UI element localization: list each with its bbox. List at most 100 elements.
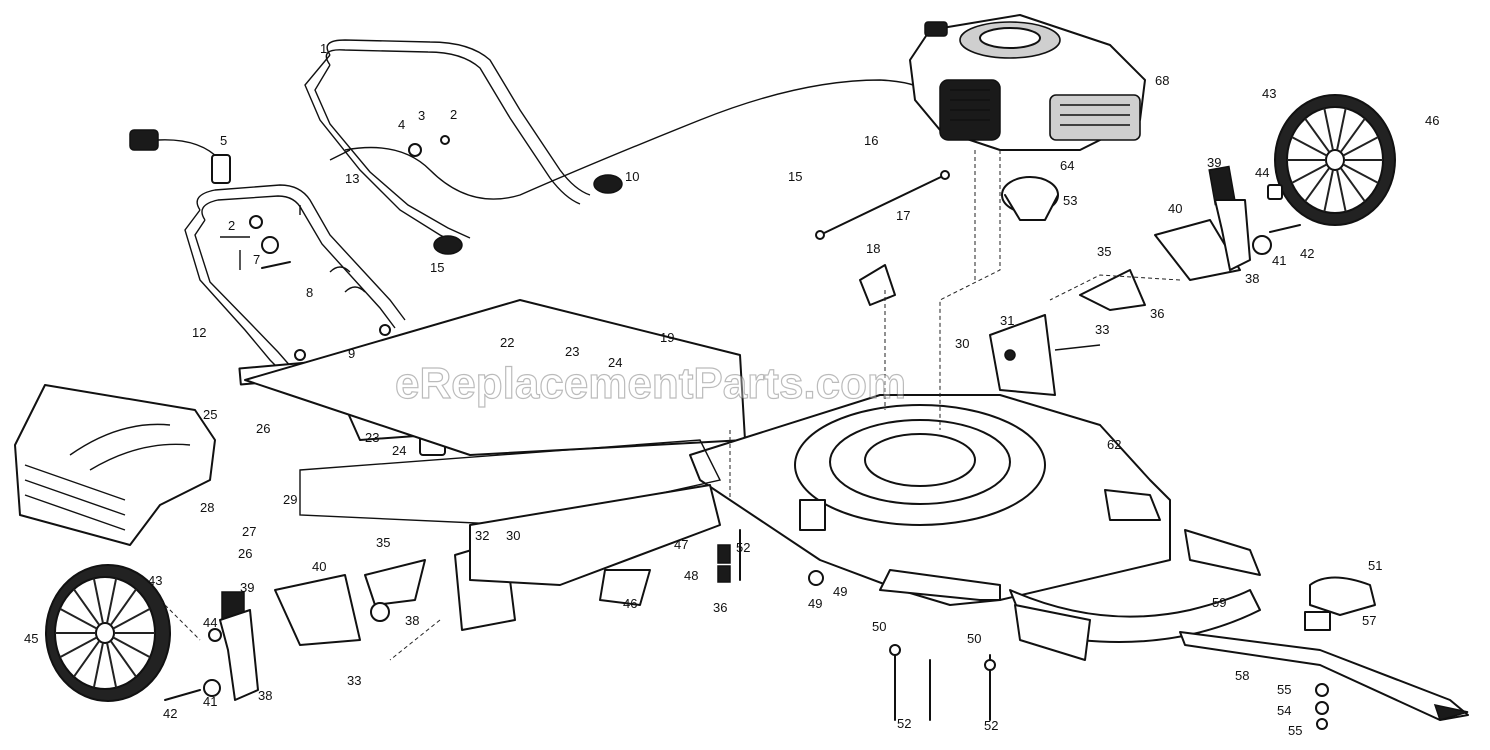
- wheel-spoke: [1291, 136, 1328, 157]
- callout: 50: [967, 631, 981, 646]
- callout: 18: [866, 241, 880, 256]
- callout: 30: [506, 528, 520, 543]
- callout: 17: [896, 208, 910, 223]
- callout: 40: [1168, 201, 1182, 216]
- callout: 40: [312, 559, 326, 574]
- wheel-spoke: [92, 642, 104, 688]
- wheel-spoke: [59, 607, 98, 630]
- callout: 23: [565, 344, 579, 359]
- callout: 62: [1107, 437, 1121, 452]
- callout: 52: [897, 716, 911, 731]
- callout: 13: [345, 171, 359, 186]
- callout: 24: [392, 443, 406, 458]
- throttle-control: [129, 129, 231, 184]
- callout: 53: [1063, 193, 1077, 208]
- callout: 42: [1300, 246, 1314, 261]
- wheel-spoke: [1291, 163, 1328, 184]
- callout: 46: [1425, 113, 1439, 128]
- callout: 38: [1245, 271, 1259, 286]
- wheel-spoke: [1304, 117, 1331, 153]
- callout: 30: [955, 336, 969, 351]
- callout: 24: [608, 355, 622, 370]
- callout: 54: [1277, 703, 1291, 718]
- callout: 16: [864, 133, 878, 148]
- callout: 33: [1095, 322, 1109, 337]
- callout: 35: [376, 535, 390, 550]
- callout: 49: [833, 584, 847, 599]
- callout: 39: [240, 580, 254, 595]
- upper-handle: [304, 39, 931, 246]
- rear-right-wheel: [1274, 94, 1396, 226]
- callout: 58: [1235, 668, 1249, 683]
- callout: 44: [203, 615, 217, 630]
- wheel-spokes: [55, 578, 155, 688]
- wheel-spoke: [1304, 167, 1331, 203]
- callout: 43: [1262, 86, 1276, 101]
- callout: 3: [418, 108, 425, 123]
- wheel-spoke: [73, 640, 101, 678]
- callout: 7: [253, 252, 260, 267]
- callout: 38: [258, 688, 272, 703]
- callout: 9: [348, 346, 355, 361]
- wheel-spokes: [1287, 108, 1383, 212]
- front-left-wheel: [45, 564, 171, 702]
- wheel-spoke: [106, 578, 118, 624]
- callout: 10: [625, 169, 639, 184]
- wheel-spoke: [92, 578, 104, 624]
- wheel-spoke: [1323, 108, 1334, 151]
- callout: 57: [1362, 613, 1376, 628]
- callout: 22: [500, 335, 514, 350]
- wheel-spoke: [1339, 117, 1366, 153]
- callout: 25: [203, 407, 217, 422]
- callout: 8: [306, 285, 313, 300]
- watermark: eReplacementParts.com: [395, 359, 906, 408]
- callout: 43: [148, 573, 162, 588]
- callout: 31: [1000, 313, 1014, 328]
- callout: 26: [256, 421, 270, 436]
- callout: 55: [1277, 682, 1291, 697]
- callout: 2: [228, 218, 235, 233]
- callout: 59: [1212, 595, 1226, 610]
- blade-assembly: [1179, 576, 1469, 730]
- handle-hardware: [249, 149, 391, 361]
- callout: 19: [660, 330, 674, 345]
- callout: 48: [684, 568, 698, 583]
- wheel-spoke: [1342, 163, 1379, 184]
- callout: 41: [203, 694, 217, 709]
- wheel-spoke: [109, 588, 137, 626]
- callout: 64: [1060, 158, 1074, 173]
- callout: 55: [1288, 723, 1302, 738]
- callout: 36: [713, 600, 727, 615]
- wheel-spoke: [1323, 169, 1334, 212]
- rear-bracket-right: [989, 314, 1101, 396]
- mower-deck: [299, 394, 1171, 606]
- wheel-spoke: [112, 607, 151, 630]
- rear-height-adjuster: [1079, 165, 1301, 311]
- callout: 5: [220, 133, 227, 148]
- front-height-adjuster: [164, 539, 516, 701]
- callout: 68: [1155, 73, 1169, 88]
- leader-lines: [159, 150, 1181, 661]
- callout: 52: [984, 718, 998, 733]
- callout: 49: [808, 596, 822, 611]
- handle-knob: [408, 135, 623, 255]
- callout: 45: [24, 631, 38, 646]
- wheel-spoke: [73, 588, 101, 626]
- callout-labels: 1 2 3 4 5 10 13 15 15 16 17 18 2 7 8 9 1…: [24, 41, 1439, 738]
- callout: 50: [872, 619, 886, 634]
- callout: 23: [365, 430, 379, 445]
- callout: 46: [623, 596, 637, 611]
- callout: 36: [1150, 306, 1164, 321]
- callout: 15: [430, 260, 444, 275]
- wheel-spoke: [1342, 136, 1379, 157]
- wheel-spoke: [1336, 108, 1347, 151]
- callout: 26: [238, 546, 252, 561]
- engine: [909, 14, 1146, 151]
- callout: 41: [1272, 253, 1286, 268]
- callout: 1: [320, 41, 327, 56]
- deck-hardware: [599, 170, 1059, 721]
- callout: 15: [788, 169, 802, 184]
- wheel-spoke: [59, 636, 98, 659]
- callout: 33: [347, 673, 361, 688]
